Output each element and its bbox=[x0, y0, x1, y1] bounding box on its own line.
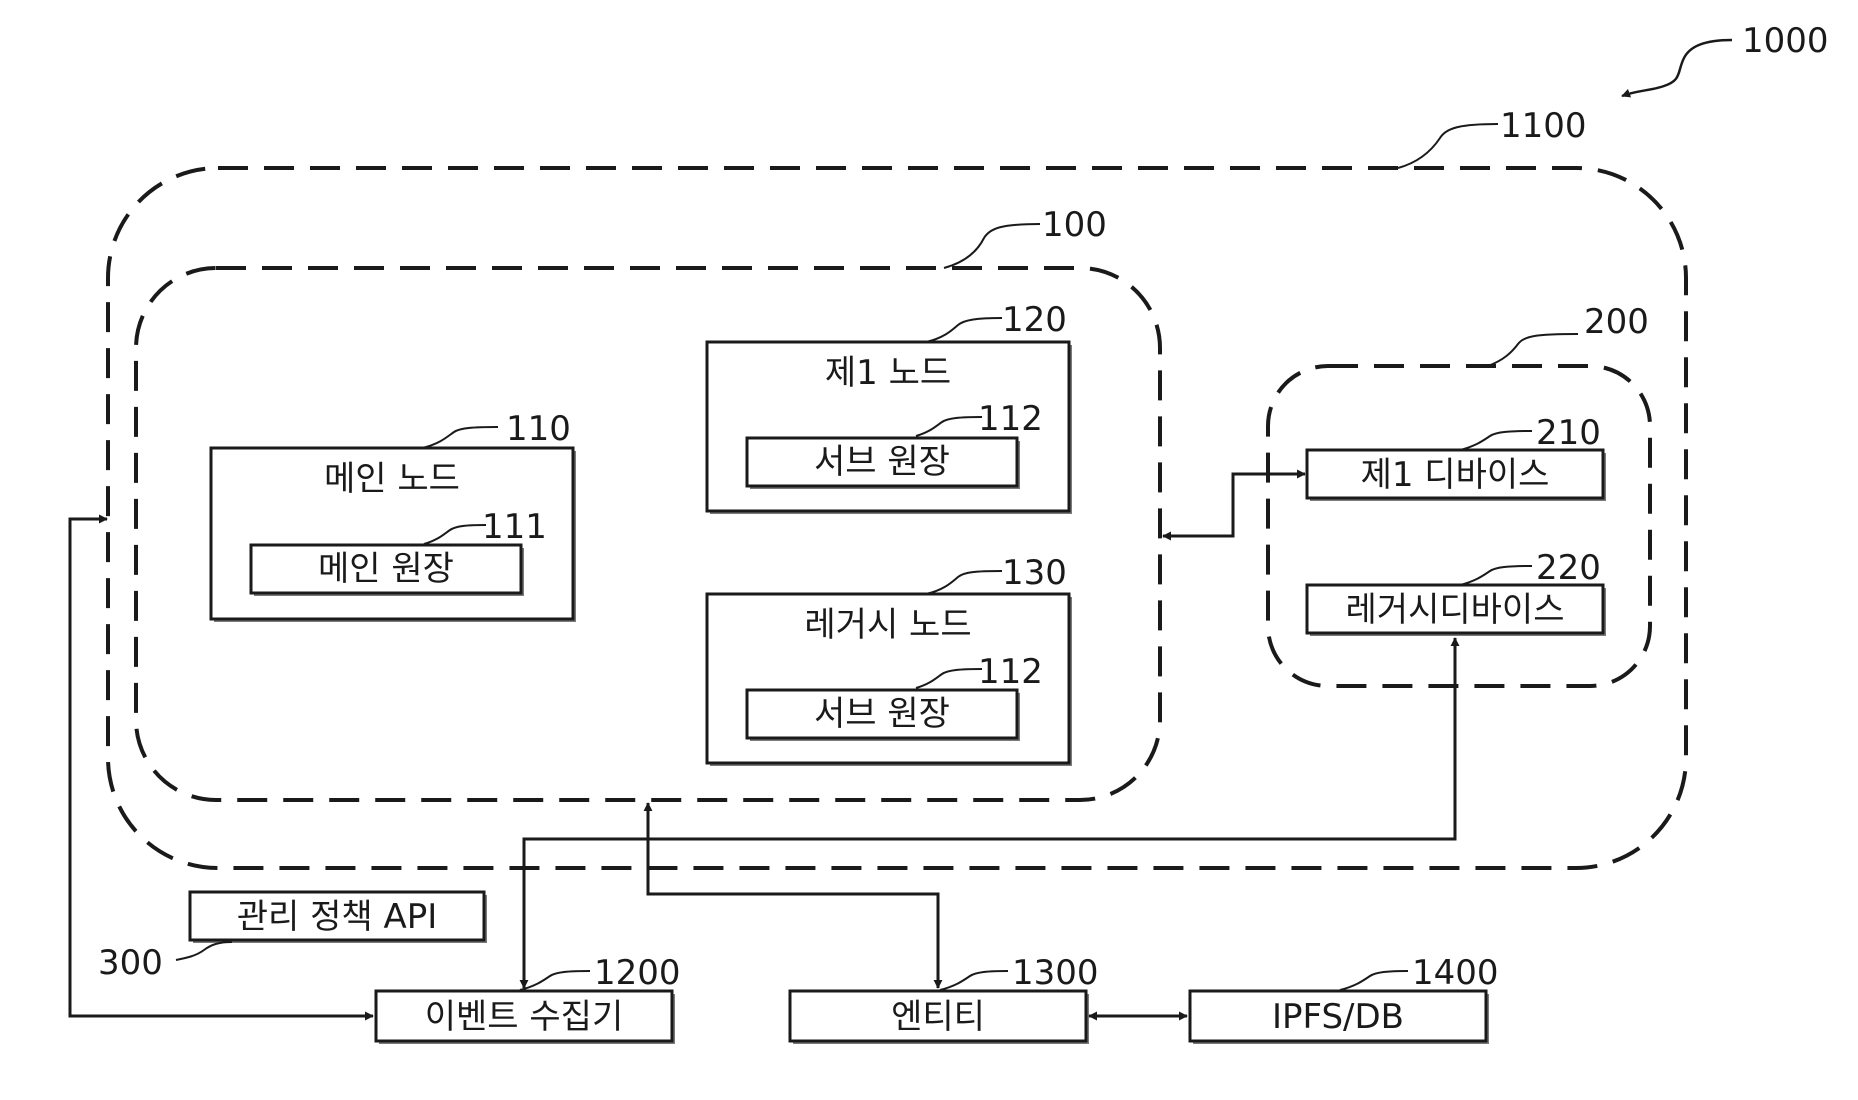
main-node-label: 메인 노드 bbox=[324, 459, 460, 499]
ref-130: 130 bbox=[1002, 553, 1067, 593]
ref-210: 210 bbox=[1536, 413, 1601, 453]
leader-1400 bbox=[1340, 971, 1408, 990]
first-node-label: 제1 노드 bbox=[825, 353, 951, 393]
main-ledger-label: 메인 원장 bbox=[318, 549, 454, 589]
ref-220: 220 bbox=[1536, 548, 1601, 588]
legacy-node-label: 레거시 노드 bbox=[804, 605, 971, 645]
leader-1300 bbox=[940, 971, 1008, 990]
sub-ledger-label-a: 서브 원장 bbox=[814, 442, 950, 482]
connector-entity-nodes bbox=[648, 803, 938, 988]
leader-1100 bbox=[1398, 124, 1498, 168]
leader-100 bbox=[944, 224, 1040, 268]
leader-1200 bbox=[520, 971, 590, 990]
storage-label: IPFS/DB bbox=[1272, 997, 1404, 1037]
ref-112a: 112 bbox=[978, 399, 1043, 439]
legacy-device-label: 레거시디바이스 bbox=[1346, 590, 1565, 630]
ref-300: 300 bbox=[98, 943, 163, 983]
sub-ledger-label-b: 서브 원장 bbox=[814, 694, 950, 734]
entity-label: 엔티티 bbox=[891, 997, 985, 1037]
ref-110: 110 bbox=[506, 409, 571, 449]
ref-111: 111 bbox=[482, 507, 547, 547]
leader-210 bbox=[1460, 431, 1532, 450]
ref-1200: 1200 bbox=[594, 953, 681, 993]
leader-130 bbox=[926, 571, 1002, 594]
ref-1100: 1100 bbox=[1500, 106, 1587, 146]
ref-1000: 1000 bbox=[1742, 21, 1829, 61]
ref-1400: 1400 bbox=[1412, 953, 1499, 993]
policy-api-label: 관리 정책 API bbox=[237, 897, 438, 937]
leader-110 bbox=[422, 427, 498, 448]
ref-112b: 112 bbox=[978, 652, 1043, 692]
first-device-label: 제1 디바이스 bbox=[1361, 455, 1550, 495]
connector-nodes-devices bbox=[1163, 474, 1305, 536]
ref-100: 100 bbox=[1042, 205, 1107, 245]
event-collector-label: 이벤트 수집기 bbox=[425, 997, 624, 1037]
leader-220 bbox=[1460, 566, 1532, 585]
ref-120: 120 bbox=[1002, 300, 1067, 340]
leader-120 bbox=[926, 318, 1002, 342]
leader-300 bbox=[176, 942, 232, 960]
system-pointer-arrow bbox=[1622, 40, 1732, 96]
ref-1300: 1300 bbox=[1012, 953, 1099, 993]
leader-200 bbox=[1488, 334, 1578, 366]
ref-200: 200 bbox=[1584, 302, 1649, 342]
